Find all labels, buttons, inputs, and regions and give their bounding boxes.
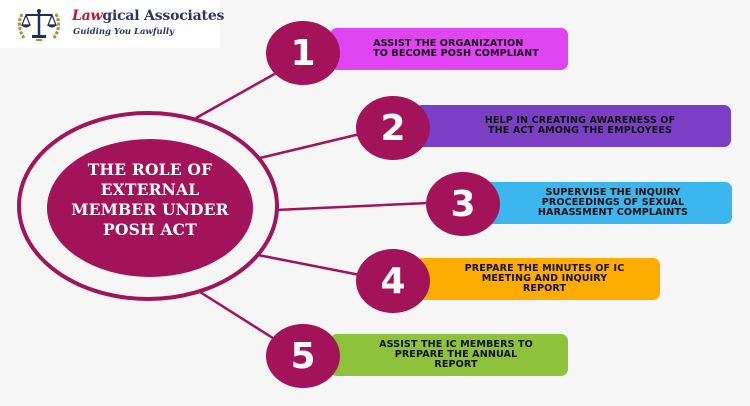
item-number-badge-2: 2 [356, 96, 430, 160]
item-text-1: ASSIST THE ORGANIZATION TO BECOME POSH C… [373, 38, 539, 59]
item-text-3: SUPERVISE THE INQUIRY PROCEEDINGS OF SEX… [537, 187, 689, 218]
logo-title-rest: gical Associates [102, 8, 225, 24]
item-box-2: HELP IN CREATING AWARENESS OF THE ACT AM… [415, 105, 731, 147]
logo-title-accent: Law [72, 8, 103, 24]
item-number-badge-4: 4 [356, 249, 430, 313]
center-inner-circle [47, 139, 253, 277]
logo-title: Lawgical Associates [72, 8, 224, 24]
item-text-5: ASSIST THE IC MEMBERS TO PREPARE THE ANN… [379, 339, 533, 370]
item-box-4: PREPARE THE MINUTES OF IC MEETING AND IN… [415, 258, 660, 300]
logo: Lawgical Associates Guiding You Lawfully [0, 0, 224, 48]
scales-of-justice-icon [17, 9, 61, 41]
item-box-1: ASSIST THE ORGANIZATION TO BECOME POSH C… [330, 28, 568, 70]
item-text-2: HELP IN CREATING AWARENESS OF THE ACT AM… [484, 115, 676, 136]
center-title-line: THE ROLE OF [87, 160, 213, 179]
center-title-line: EXTERNAL [100, 180, 200, 199]
center-title-line: POSH ACT [103, 220, 197, 239]
item-number-badge-1: 1 [266, 21, 340, 85]
item-number-badge-5: 5 [266, 324, 340, 388]
logo-tagline: Guiding You Lawfully [73, 27, 175, 37]
item-number-badge-3: 3 [426, 172, 500, 236]
item-text-4: PREPARE THE MINUTES OF IC MEETING AND IN… [464, 263, 625, 294]
center-title-line: MEMBER UNDER [71, 200, 229, 219]
item-box-3: SUPERVISE THE INQUIRY PROCEEDINGS OF SEX… [480, 182, 732, 224]
item-box-5: ASSIST THE IC MEMBERS TO PREPARE THE ANN… [330, 334, 568, 376]
center-title: THE ROLE OF EXTERNAL MEMBER UNDER POSH A… [52, 160, 248, 240]
center-outer-ring [17, 111, 279, 301]
